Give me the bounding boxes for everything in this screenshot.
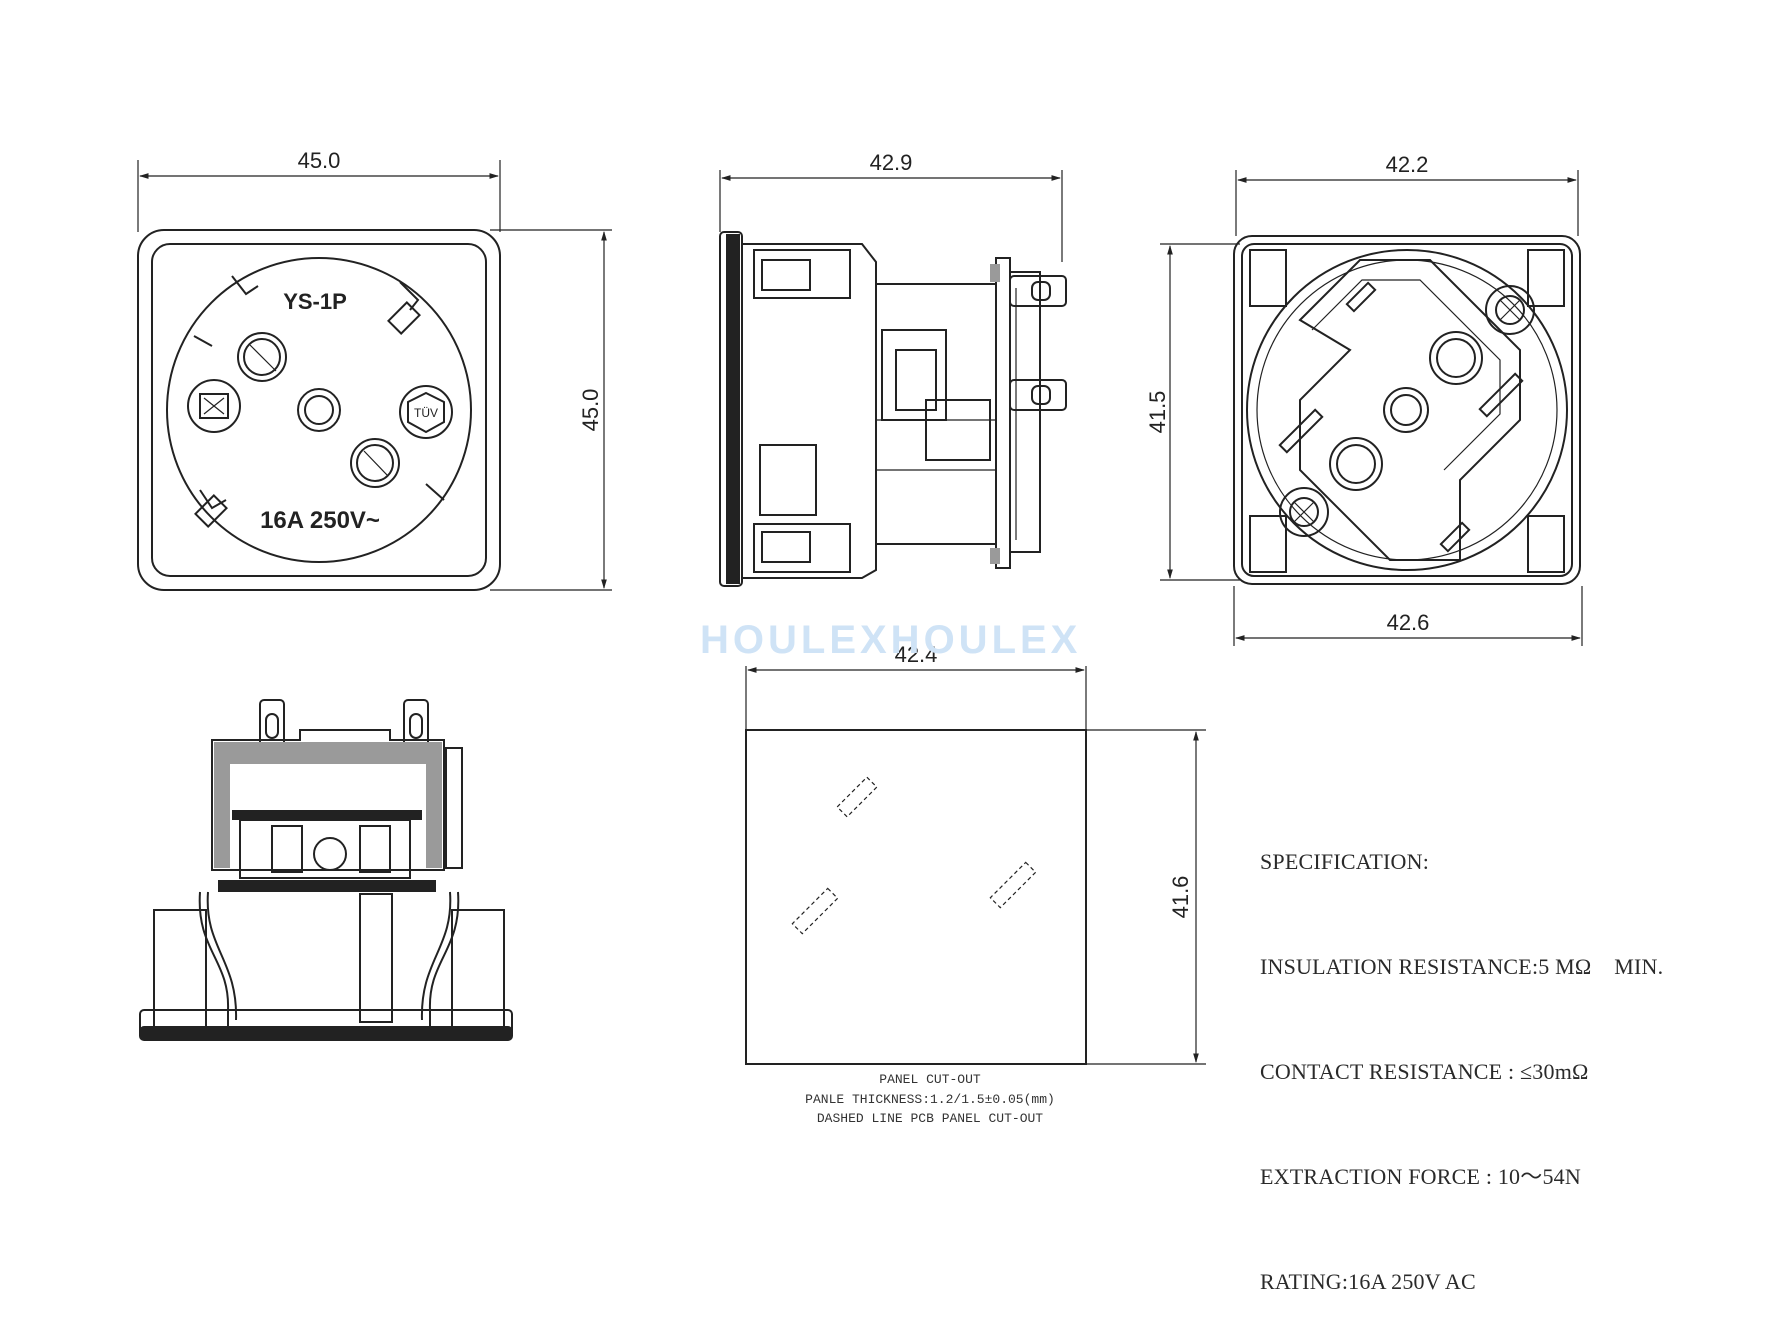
dim-front-width: 45.0 [298,148,341,173]
dim-cutout-height: 41.6 [1168,876,1193,919]
spec-title: SPECIFICATION: [1260,849,1430,874]
watermark: HOULEXHOULEX [700,618,1082,662]
dim-side-width: 42.9 [870,150,913,175]
dim-back-height: 41.5 [1145,391,1170,434]
spec-rating: RATING:16A 250V AC [1260,1269,1476,1294]
front-view: 45.0 45.0 TÜV YS-1P 16A [137,148,612,591]
technical-drawing: 45.0 45.0 TÜV YS-1P 16A [137,148,1583,1065]
model-marking: YS-1P [283,289,347,314]
spec-contact: CONTACT RESISTANCE : ≤30mΩ [1260,1059,1589,1084]
dim-cutout-width: 42.4 [895,642,938,667]
side-view: 42.9 [719,150,1067,587]
dim-front-height: 45.0 [578,389,603,432]
specification-block: SPECIFICATION: INSULATION RESISTANCE:5 M… [1260,774,1663,1334]
panel-cutout: 42.4 41.6 [745,642,1206,1065]
panel-note-thickness: PANLE THICKNESS:1.2/1.5±0.05(mm) [805,1092,1055,1107]
back-view: 42.2 41.5 42.6 [1145,152,1583,646]
panel-note-cutout: PANEL CUT-OUT [879,1072,981,1087]
dim-back-top: 42.2 [1386,152,1429,177]
spec-extraction: EXTRACTION FORCE : 10～54N [1260,1164,1581,1189]
spec-insulation: INSULATION RESISTANCE:5 MΩ MIN. [1260,954,1664,979]
section-view [139,699,513,1041]
dim-back-bottom: 42.6 [1387,610,1430,635]
panel-note-pcb: DASHED LINE PCB PANEL CUT-OUT [816,1111,1044,1126]
tuv-mark: TÜV [414,406,438,420]
rating-marking: 16A 250V~ [260,507,380,534]
